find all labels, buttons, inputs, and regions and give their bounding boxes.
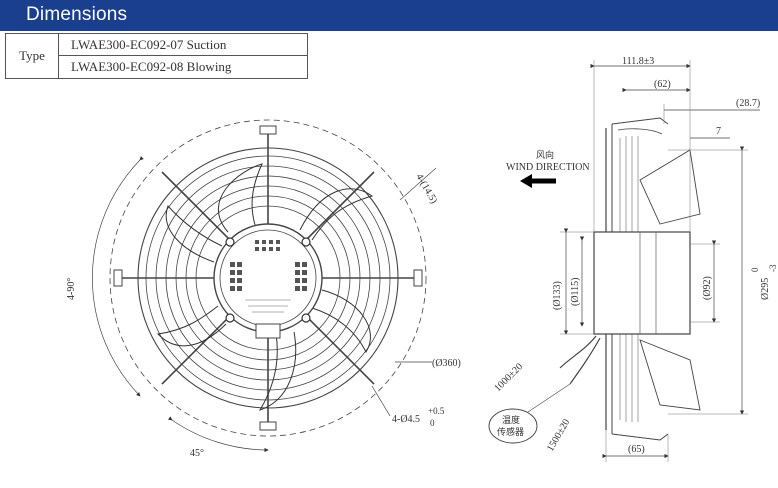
diameter-label: (Ø360) (432, 358, 461, 369)
cable-length-2: 1500±20 (545, 417, 572, 453)
type-label: Type (6, 34, 59, 78)
type-row-blowing: LWAE300-EC092-08 Blowing (71, 59, 232, 74)
type-row-suction: LWAE300-EC092-07 Suction (59, 34, 307, 56)
dim-92: (Ø92) (702, 276, 713, 300)
hole-tol-upper: +0.5 (428, 406, 445, 416)
dim-295: Ø295 (760, 278, 771, 300)
power-cable (559, 335, 597, 369)
sensor-label-line2: 传感器 (497, 426, 524, 438)
wind-label-en: WIND DIRECTION (506, 162, 590, 173)
dim-295-tol-lower: -3 (768, 264, 778, 272)
angle-arc-bottom (167, 416, 269, 453)
side-view (488, 60, 760, 462)
wind-arrow-head (520, 174, 532, 188)
hole-label: 4-Ø4.5 (392, 414, 420, 425)
wind-label-cn: 风向 (536, 149, 554, 161)
section-header: Dimensions (0, 0, 778, 31)
dim-133: (Ø133) (552, 281, 563, 310)
cable-length-1: 1000±20 (492, 361, 525, 394)
dim-295-tol-upper: 0 (750, 267, 760, 272)
dim-7: 7 (716, 126, 721, 137)
front-view (92, 119, 437, 453)
section-title: Dimensions (26, 4, 128, 25)
slot-label: 4-(14.5) (413, 172, 439, 206)
sensor-callout (488, 408, 538, 444)
angle-label-left: 4-90° (66, 278, 77, 300)
dim-62: (62) (654, 79, 671, 90)
cable-connector (255, 323, 281, 339)
dim-overall: 111.8±3 (622, 56, 654, 67)
sensor-label-line1: 温度 (502, 414, 520, 426)
motor-body (593, 231, 691, 335)
type-table: Type LWAE300-EC092-07 Suction LWAE300-EC… (5, 33, 308, 79)
hole-tol-lower: 0 (430, 418, 435, 428)
angle-arc-left (92, 156, 144, 397)
mounting-circle (109, 119, 427, 437)
hub-vents (230, 240, 307, 291)
hub-screws (225, 237, 311, 323)
sensor-cable (569, 337, 601, 385)
dim-28-7: (28.7) (736, 98, 760, 109)
dim-65: (65) (628, 444, 645, 455)
angle-label-bottom: 45° (190, 448, 204, 459)
fan-blades (156, 163, 374, 411)
dim-115: (Ø115) (570, 277, 581, 306)
